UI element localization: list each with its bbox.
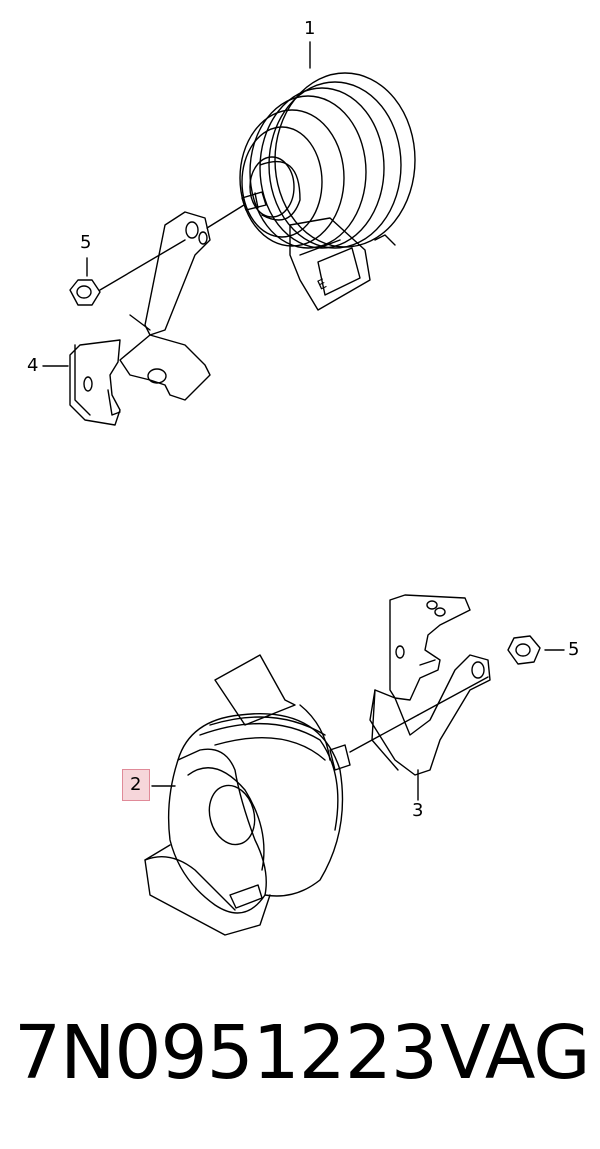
horn-upper: E bbox=[239, 72, 416, 311]
callout-2-highlight[interactable] bbox=[122, 769, 150, 801]
callout-1: 1 bbox=[304, 18, 316, 39]
bracket-upper bbox=[69, 211, 211, 426]
brand-label: VAG bbox=[440, 1010, 591, 1096]
callout-4: 4 bbox=[27, 355, 39, 376]
horn-stamp-text: E bbox=[315, 277, 329, 294]
parts-diagram: E bbox=[42, 41, 565, 936]
horn-lower bbox=[144, 654, 351, 936]
leader-bracket-nut-lower bbox=[417, 676, 489, 716]
callout-2[interactable]: 2 bbox=[130, 774, 142, 795]
leader-horn-bracket-lower bbox=[349, 714, 419, 753]
leader-nut-bracket bbox=[99, 239, 186, 291]
callout-5-top: 5 bbox=[80, 232, 92, 253]
nut-lower bbox=[507, 635, 541, 665]
part-number: 7N0951223 bbox=[14, 1010, 438, 1096]
nut-upper bbox=[69, 279, 101, 306]
callout-5-bottom: 5 bbox=[568, 639, 580, 660]
callout-3: 3 bbox=[412, 800, 424, 821]
bracket-lower bbox=[369, 594, 491, 776]
leader-horn-bracket bbox=[206, 204, 245, 229]
